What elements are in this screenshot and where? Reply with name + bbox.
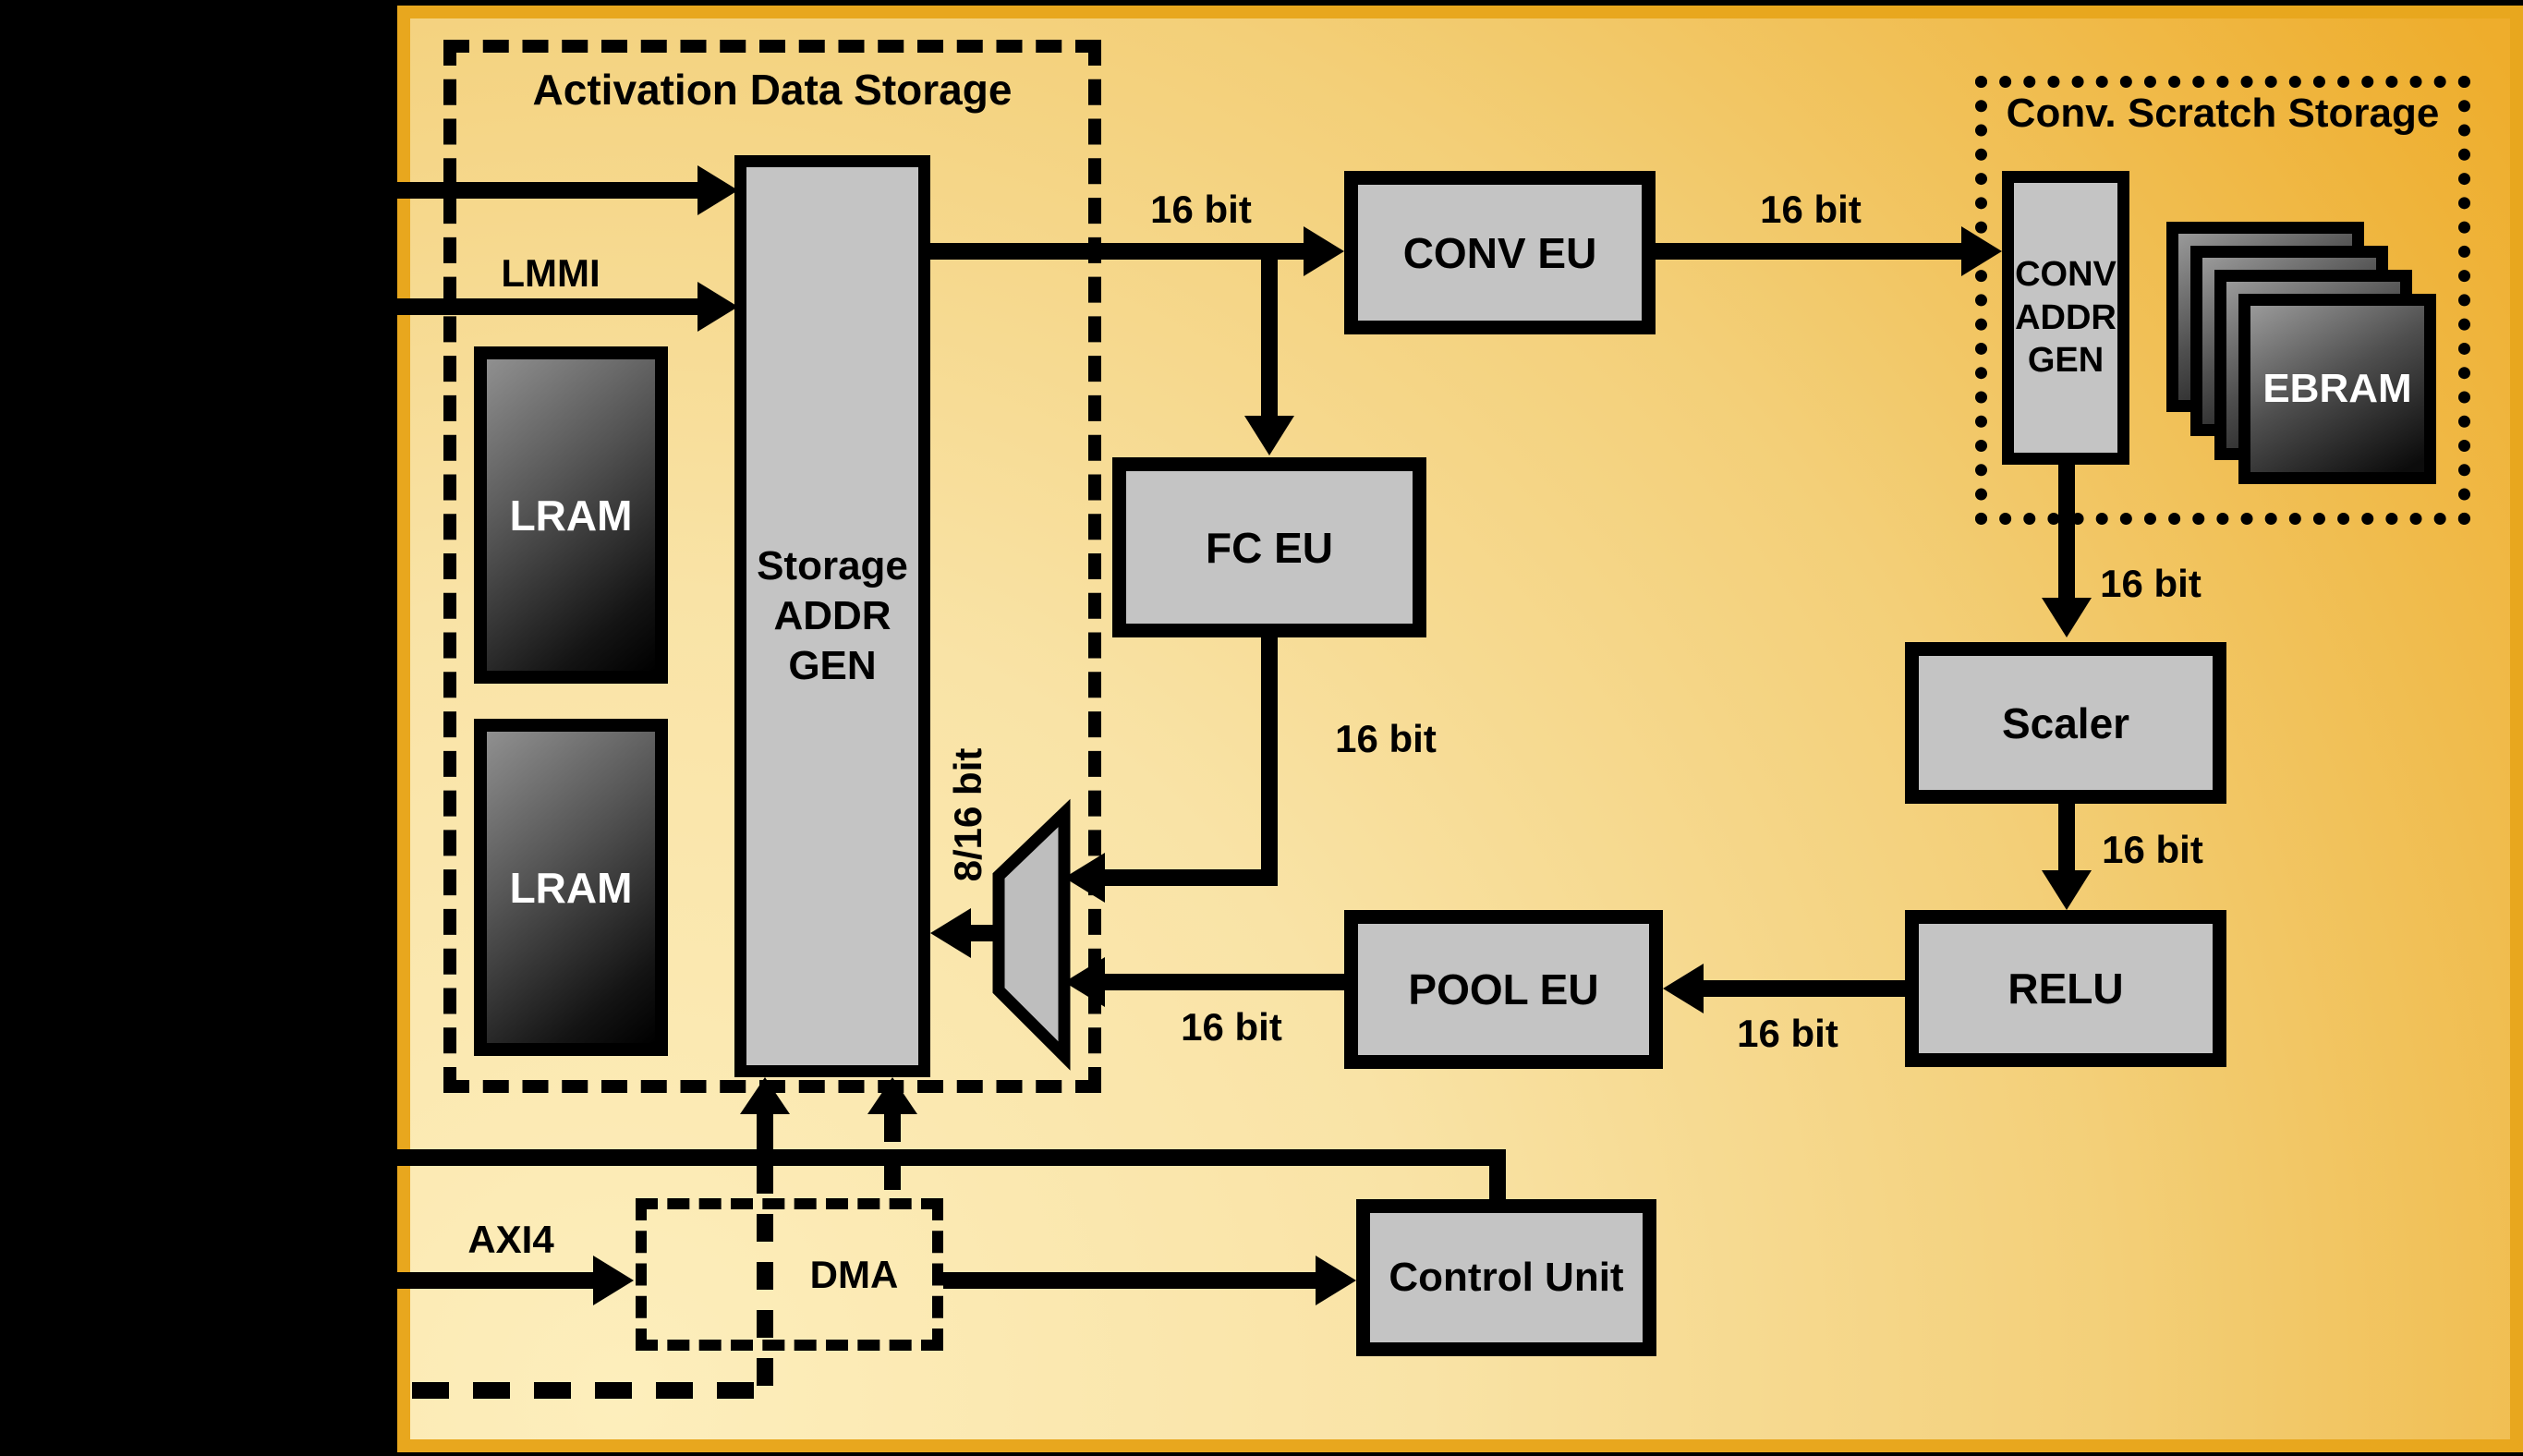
arrowhead-relu [2042,870,2092,910]
bus-line-relu-to-pool [1704,980,1905,997]
dma-group-box [636,1198,943,1351]
bus-label-axi4: AXI4 [467,1218,554,1261]
control-bus-line [397,1149,1506,1166]
bus-label-storage-to-conv: 16 bit [1150,188,1252,231]
bus-line-junction-to-fc [1261,243,1278,416]
dashed-line-bottom [412,1382,763,1399]
scratch-group-title: Conv. Scratch Storage [2006,91,2440,136]
arrowhead-storage-from-dma [867,1077,917,1114]
bus-line-axi4 [397,1272,593,1289]
lram-block: LRAM [474,346,668,684]
arrowhead-pool-eu [1663,964,1704,1013]
storage-addr-gen-line: Storage [757,543,908,589]
dashed-line-dma-to-storage [884,1114,901,1198]
control-unit-block: Control Unit [1356,1199,1656,1356]
bus-label-lmmi: LMMI [501,251,600,295]
relu-block: RELU [1905,910,2226,1067]
arrowhead-control-unit [1316,1256,1356,1305]
arrowhead-storage-from-mux [930,908,971,958]
lram-label: LRAM [509,491,633,540]
bus-line-scaler-to-relu [2058,804,2075,870]
conv-eu-label: CONV EU [1402,228,1597,277]
fc-eu-block: FC EU [1112,457,1426,637]
scaler-block: Scaler [1905,642,2226,804]
bus-line-pool-to-mux [1105,974,1344,990]
bus-line-lmmi [397,298,697,315]
bus-line-input1 [397,182,697,199]
storage-addr-gen-line: GEN [788,642,877,688]
conv-scratch-storage-group [1975,76,2470,525]
bus-label-scaler-to-relu: 16 bit [2102,828,2203,871]
arrowhead-scaler [2042,598,2092,637]
arrowhead-input1 [697,165,738,215]
lram-block: LRAM [474,719,668,1056]
ebram-front-layer: EBRAM [2238,294,2436,484]
bus-label-relu-to-pool: 16 bit [1737,1012,1838,1055]
conv-addr-gen-line: ADDR [2015,297,2117,337]
control-bus-drop [1489,1149,1506,1199]
activation-data-storage-group [443,40,1101,1093]
arrowhead-dma [593,1256,634,1305]
bus-label-pool-to-mux: 16 bit [1181,1005,1282,1049]
bus-label-conv-to-scratch: 16 bit [1760,188,1862,231]
bus-line-mux-to-storage [971,925,1002,941]
scaler-label: Scaler [2001,698,2130,747]
storage-ctrl-line [757,1114,773,1166]
bus-line-dma-to-control [943,1272,1316,1289]
arrowhead-lmmi [697,282,738,332]
pool-eu-block: POOL EU [1344,910,1663,1069]
storage-addr-gen-block: Storage ADDR GEN [734,155,930,1077]
arrowhead-conv-eu [1304,226,1344,276]
dashed-line-dma-left [757,1166,773,1395]
control-unit-label: Control Unit [1389,1255,1624,1300]
conv-addr-gen-line: CONV [2015,255,2117,295]
conv-addr-gen-block: CONV ADDR GEN [2002,171,2129,465]
arrowhead-storage-ctrl [740,1077,790,1114]
bus-line-fc-to-mux [1105,869,1278,886]
arrowhead-fc-eu [1244,416,1294,455]
bus-line-fc-down [1261,637,1278,870]
bus-line-conv-to-scratch [1656,243,1961,260]
fc-eu-label: FC EU [1206,523,1333,572]
pool-eu-label: POOL EU [1408,965,1599,1013]
relu-label: RELU [2007,965,2124,1013]
arrowhead-mux-top [1064,853,1105,903]
arrowhead-mux-bottom [1064,957,1105,1007]
dma-label: DMA [809,1252,899,1296]
conv-addr-gen-line: GEN [2027,341,2105,381]
bus-label-addr-to-scaler: 16 bit [2100,562,2202,605]
bus-line-addr-to-scaler [2058,465,2075,598]
conv-eu-block: CONV EU [1344,171,1656,334]
storage-addr-gen-line: ADDR [773,593,892,639]
activation-group-title: Activation Data Storage [532,66,1013,114]
bus-line-storage-to-conv [930,243,1304,260]
ebram-label: EBRAM [2262,366,2412,411]
lram-label: LRAM [509,863,633,912]
bus-label-mux-to-storage: 8/16 bit [946,747,989,882]
arrowhead-conv-addr-gen [1961,226,2002,276]
bus-label-fc-to-mux: 16 bit [1335,717,1437,760]
